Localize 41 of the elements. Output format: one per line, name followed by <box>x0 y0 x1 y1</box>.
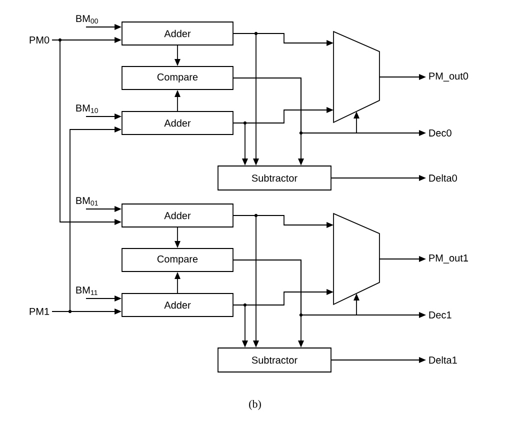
output-label: Delta0 <box>429 174 457 182</box>
adder-box: Adder <box>122 293 234 317</box>
connector-arrow <box>174 45 180 66</box>
compare-box: Compare <box>122 248 234 272</box>
output-label: Dec0 <box>429 129 452 137</box>
input-label: BM$_{00}$ <box>76 15 98 24</box>
connector-arrow <box>174 272 180 294</box>
connector-arrow <box>379 256 426 262</box>
connector-arrow <box>52 308 122 314</box>
input-label: BM$_{11}$ <box>76 286 98 296</box>
output-label: PM_out0 <box>429 72 468 82</box>
compare-box: Compare <box>122 66 234 90</box>
output-label: PM_out1 <box>429 254 468 264</box>
connector-arrow <box>233 32 259 166</box>
subtractor-box: Subtractor <box>218 166 332 190</box>
connector-arrow <box>233 107 334 124</box>
subtractor-box: Subtractor <box>218 348 332 372</box>
connector-arrow <box>174 90 180 112</box>
adder-box: Adder <box>122 111 234 135</box>
connector-arrow <box>331 357 426 363</box>
connector-arrow <box>86 206 122 212</box>
input-label: BM$_{10}$ <box>76 104 98 114</box>
adder-box: Adder <box>122 22 234 46</box>
input-label: PM1 <box>30 308 50 315</box>
connector-arrow <box>233 260 304 348</box>
connector-arrow <box>379 74 426 80</box>
connector-arrow <box>233 78 304 166</box>
connector-arrow <box>86 296 122 302</box>
input-label: BM$_{01}$ <box>76 197 98 206</box>
connector-arrow <box>331 175 426 181</box>
output-label: Dec1 <box>429 312 452 318</box>
connector-arrow <box>233 289 334 306</box>
connector-arrow <box>174 227 180 248</box>
connector-arrow <box>86 114 122 120</box>
input-label: PM0 <box>30 36 50 44</box>
connector-arrow <box>52 38 122 225</box>
adder-box: Adder <box>122 204 234 228</box>
caption: (b) <box>249 400 261 410</box>
connector-arrow <box>233 214 259 348</box>
connector-arrow <box>86 24 122 30</box>
output-label: Delta1 <box>429 356 457 364</box>
